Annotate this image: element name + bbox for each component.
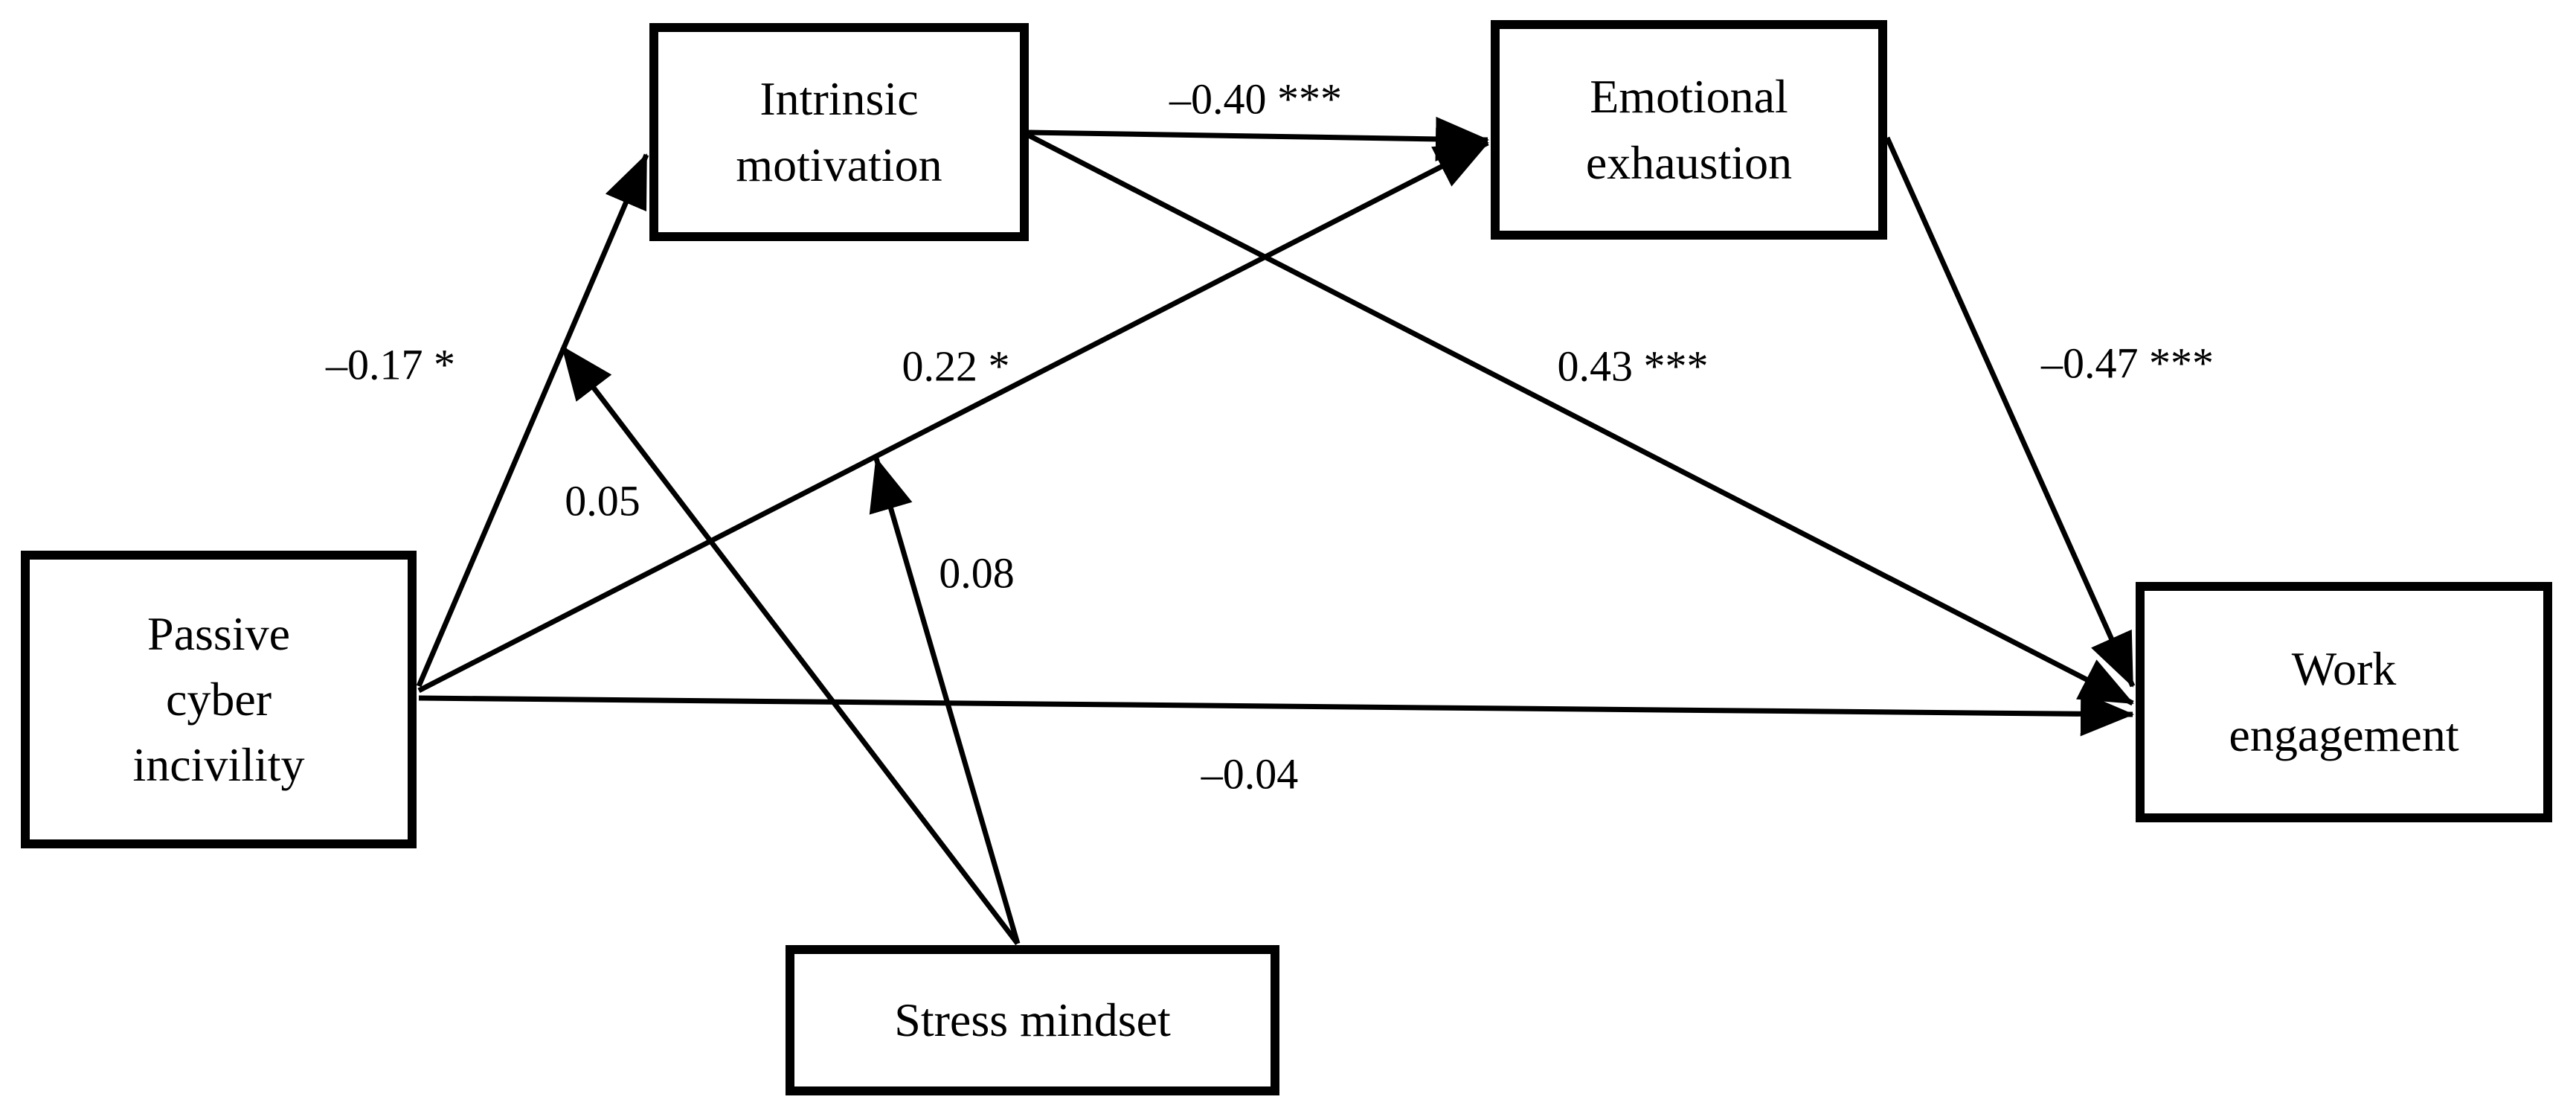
arrow-emotional-to-work (1884, 136, 2136, 688)
node-work-engagement: Work engagement (2136, 582, 2552, 822)
node-intrinsic-motivation: Intrinsic motivation (649, 23, 1029, 241)
coefficient-intrinsic-work: 0.43 *** (1557, 342, 1709, 391)
coefficient-stress-moderation-intrinsic: 0.05 (565, 476, 640, 525)
node-intrinsic-motivation-label: Intrinsic motivation (736, 72, 942, 191)
node-emotional-exhaustion: Emotional exhaustion (1491, 20, 1887, 240)
node-stress-mindset: Stress mindset (786, 945, 1279, 1095)
coefficient-stress-moderation-emotional: 0.08 (939, 548, 1015, 598)
coefficient-passive-emotional: 0.22 * (902, 342, 1010, 391)
arrow-passive-to-intrinsic (416, 153, 649, 688)
arrow-stress-moderation-passive-emotional (869, 457, 1021, 944)
node-emotional-exhaustion-label: Emotional exhaustion (1585, 70, 1793, 189)
arrow-intrinsic-to-work (1027, 132, 2134, 706)
arrow-passive-to-work (418, 691, 2134, 737)
arrow-passive-to-emotional (417, 140, 1489, 694)
coefficient-intrinsic-emotional: –0.40 *** (1169, 74, 1342, 124)
coefficient-passive-work: –0.04 (1201, 749, 1299, 798)
node-work-engagement-label: Work engagement (2229, 642, 2459, 761)
coefficient-passive-intrinsic: –0.17 * (326, 340, 455, 389)
node-passive-cyber-incivility-label: Passive cyber incivility (132, 606, 305, 792)
node-passive-cyber-incivility: Passive cyber incivility (21, 551, 417, 848)
node-stress-mindset-label: Stress mindset (894, 993, 1171, 1046)
arrow-intrinsic-to-emotional (1028, 116, 1489, 161)
coefficient-emotional-work: –0.47 *** (2041, 339, 2214, 388)
arrow-stress-moderation-passive-intrinsic (560, 345, 1020, 946)
